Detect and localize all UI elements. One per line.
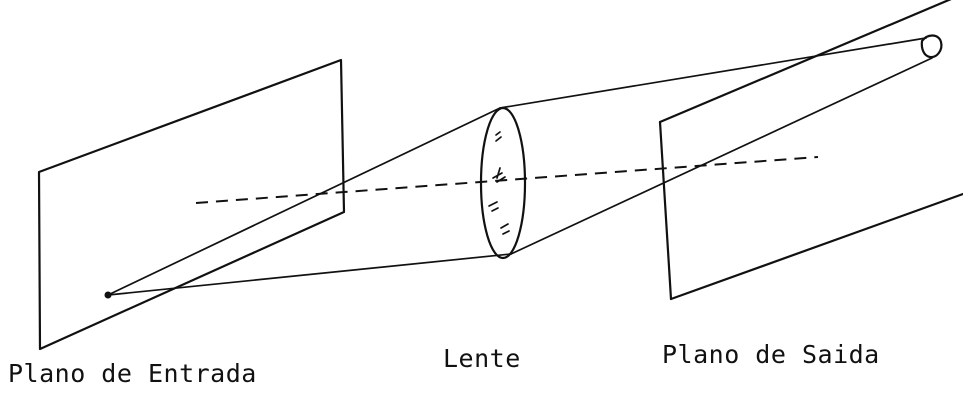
lens-label: Lente [443, 344, 521, 373]
output-plane-left-edge [658, 120, 673, 301]
output-plane [658, 0, 952, 124]
output-image-icon [920, 34, 943, 59]
input-plane [37, 58, 346, 351]
ray-lower-to-image [510, 57, 933, 255]
ray-upper-to-lens [107, 107, 501, 296]
input-plane-label: Plano de Entrada [8, 359, 257, 388]
ray-upper-to-image [499, 37, 927, 109]
lens-hatching [488, 131, 510, 235]
ray-lower-to-lens [107, 253, 512, 296]
optical-axis [195, 156, 819, 204]
lens [479, 106, 527, 260]
output-plane-label: Plano de Saida [662, 340, 880, 369]
output-plane-bottom-edge [669, 192, 963, 301]
input-point-icon [104, 291, 112, 299]
